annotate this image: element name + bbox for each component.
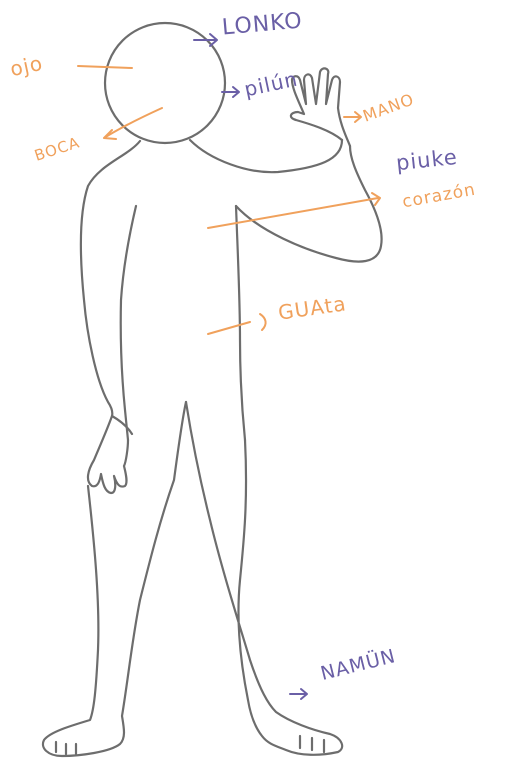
left-leg [43,402,186,756]
guata-arrow [260,314,266,330]
left-arm-and-torso [81,141,140,416]
corazon-pointer-line [208,193,380,228]
right-hand [291,68,350,146]
namun-arrow [290,689,307,699]
body-outline [43,23,382,756]
feet-toes [56,736,324,754]
label-ojo: ojo [8,53,44,79]
lonko-arrow [194,34,217,46]
right-arm [190,140,382,262]
guata-pointer-line [208,322,250,334]
right-leg [186,402,342,755]
left-hand [88,416,132,493]
ojo-pointer-line [78,66,132,68]
left-inner-arm [121,206,136,440]
mano-arrow [344,112,361,122]
